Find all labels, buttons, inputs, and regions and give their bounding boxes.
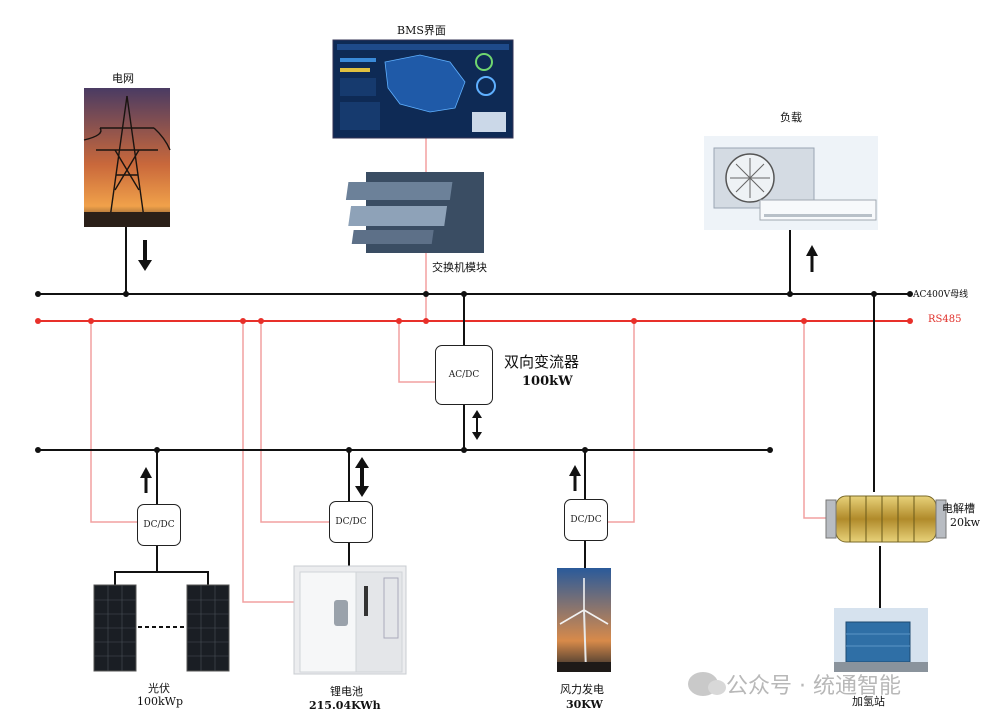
load-up-arrow	[806, 245, 818, 272]
wind-up-arrow	[569, 465, 581, 491]
electrolyzer-image	[825, 495, 947, 543]
pv-dcdc-converter-box: DC/DC	[137, 504, 181, 546]
battery-name-label: 锂电池	[330, 685, 363, 698]
rs485-nodes	[35, 318, 913, 324]
converter-name-label: 双向变流器	[504, 353, 580, 371]
hydrogen-station-label: 加氢站	[852, 695, 885, 708]
wechat-icon	[688, 672, 726, 696]
power-tower-image	[83, 88, 171, 227]
air-conditioner-image	[704, 136, 878, 230]
pv-power-label: 100kWp	[137, 695, 184, 708]
monitor-label: BMS界面	[397, 24, 446, 37]
pv-up-arrow	[140, 467, 152, 493]
wind-name-label: 风力发电	[560, 683, 604, 696]
wind-dcdc-converter-box: DC/DC	[564, 499, 608, 541]
switch-module-label: 交换机模块	[432, 261, 487, 274]
ac-bus-label: AC400V母线	[913, 290, 969, 300]
switch-module-image	[345, 172, 484, 253]
wind-power-label: 30KW	[566, 698, 603, 711]
rs485-label: RS485	[928, 314, 962, 325]
monitoring-screen-image	[332, 39, 514, 139]
battery-cabinet-image	[293, 565, 407, 675]
electrolyzer-name-label: 电解槽	[942, 502, 975, 515]
pv-name-label: 光伏	[148, 682, 170, 695]
acdc-converter-box: AC/DC	[435, 345, 493, 405]
watermark-text: 公众号 · 统通智能	[726, 674, 901, 699]
battery-bidirectional-arrow	[355, 457, 369, 497]
watermark: 公众号 · 统通智能	[688, 668, 901, 700]
solar-panel-left	[93, 584, 137, 672]
hydrogen-station-image	[834, 608, 928, 672]
converter-bidirectional-arrow	[472, 410, 482, 440]
rs485-branch-lines	[90, 138, 836, 603]
battery-dcdc-converter-box: DC/DC	[329, 501, 373, 543]
battery-capacity-label: 215.04KWh	[309, 699, 381, 712]
solar-panel-right	[186, 584, 230, 672]
converter-power-label: 100kW	[522, 374, 573, 389]
power-connections	[114, 226, 881, 608]
grid-label: 电网	[112, 72, 134, 85]
electrolyzer-power-label: 20kw	[950, 516, 981, 529]
wind-turbine-image	[557, 568, 611, 673]
grid-down-arrow	[138, 240, 152, 271]
load-label: 负载	[780, 111, 802, 124]
